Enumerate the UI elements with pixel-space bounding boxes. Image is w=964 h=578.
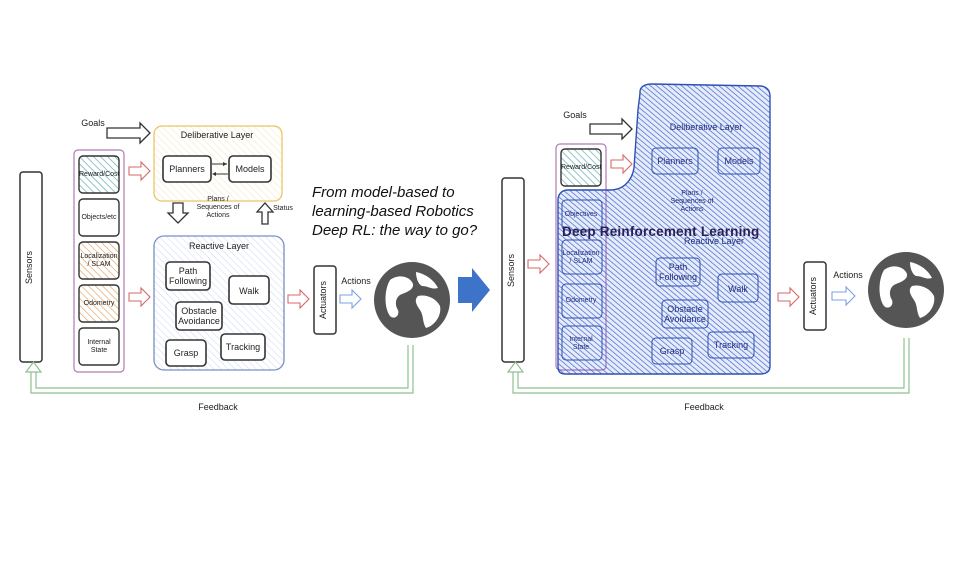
globe-icon-right — [868, 252, 944, 328]
models-label: Models — [235, 164, 265, 174]
plans-label: Plans / Sequences of Actions — [196, 196, 240, 219]
path-following-label-right: Path Following — [658, 262, 698, 282]
state-odometry — [78, 284, 120, 323]
sensors-box-right — [501, 177, 525, 363]
models-box — [228, 155, 272, 183]
actuators-label-right: Actuators — [808, 276, 818, 316]
state-localization-label-right: Localization / SLAM — [562, 250, 600, 265]
tracking-box — [220, 333, 266, 361]
center-line-2: learning-based Robotics — [312, 203, 474, 220]
goals-arrow-right — [589, 117, 633, 141]
actions-label-right: Actions — [833, 270, 863, 280]
grasp-label: Grasp — [173, 348, 199, 358]
sensors-label-right: Sensors — [506, 253, 516, 287]
center-heading: From model-based to learning-based Robot… — [312, 183, 512, 240]
state-odometry-label: Odometry — [83, 300, 115, 307]
state-objectives-label-right: Objectives — [564, 211, 598, 218]
feedback-label: Feedback — [198, 402, 238, 412]
drl-region — [557, 83, 771, 375]
reactive-layer-label-right: Reactive Layer — [683, 236, 745, 246]
state-internal — [78, 327, 120, 366]
state-odometry-label-right: Odometry — [565, 297, 597, 304]
state-reward — [78, 155, 120, 194]
goals-label: Goals — [81, 118, 105, 128]
goals-label-right: Goals — [563, 110, 587, 120]
state-internal-label-right: Internal State — [569, 336, 593, 351]
goals-arrow — [106, 121, 151, 145]
state-internal-label: Internal State — [87, 339, 111, 354]
walk-label: Walk — [239, 286, 259, 296]
planners-label: Planners — [169, 164, 205, 174]
tracking-label: Tracking — [225, 342, 261, 352]
obstacle-avoidance-box — [175, 301, 223, 331]
tracking-label-right: Tracking — [713, 340, 749, 350]
deliberative-layer-label-right: Deliberative Layer — [669, 122, 743, 132]
grasp-label-right: Grasp — [659, 346, 685, 356]
state-reward-right — [560, 148, 602, 187]
actuators-label: Actuators — [318, 280, 328, 320]
state-localization — [78, 241, 120, 280]
path-following-label: Path Following — [168, 266, 208, 286]
obstacle-avoidance-label-right: Obstacle Avoidance — [664, 304, 706, 324]
plans-down-arrow — [166, 202, 190, 224]
actuators-box — [313, 265, 337, 335]
actuators-box-right — [803, 261, 827, 331]
red-arrow-to-reactive — [128, 286, 151, 308]
status-label: Status — [273, 205, 293, 212]
obstacle-avoidance-label: Obstacle Avoidance — [178, 306, 220, 326]
walk-box — [228, 275, 270, 305]
path-following-box — [165, 261, 211, 291]
models-label-right: Models — [724, 156, 754, 166]
state-reward-label-right: Reward/Cost — [561, 164, 602, 171]
state-objects — [78, 198, 120, 237]
deliberative-layer-label: Deliberative Layer — [180, 130, 254, 140]
state-localization-label: Localization / SLAM — [80, 253, 118, 268]
sensors-label: Sensors — [24, 250, 34, 284]
center-arrow — [458, 268, 490, 312]
state-reward-label: Reward/Cost — [79, 171, 120, 178]
globe-icon-left — [374, 262, 450, 338]
grasp-box — [165, 339, 207, 367]
center-line-1: From model-based to — [312, 184, 455, 201]
center-line-3: Deep RL: the way to go? — [312, 222, 478, 239]
feedback-loop-left — [35, 345, 409, 389]
status-up-arrow — [255, 202, 275, 225]
planners-box — [162, 155, 212, 183]
feedback-label-right: Feedback — [684, 402, 724, 412]
sensors-box — [19, 171, 43, 363]
red-arrow-to-actuators — [287, 288, 310, 310]
drl-overlay-label: Deep Reinforcement Learning — [562, 224, 760, 239]
actions-arrow-left — [339, 288, 362, 310]
reactive-layer-label: Reactive Layer — [188, 241, 250, 251]
plans-label-right: Plans / Sequences of Actions — [670, 190, 714, 213]
actions-label: Actions — [341, 276, 371, 286]
walk-label-right: Walk — [728, 284, 748, 294]
red-arrow-to-deliberative — [128, 160, 151, 182]
planners-label-right: Planners — [657, 156, 693, 166]
state-objects-label: Objects/etc — [81, 214, 117, 221]
